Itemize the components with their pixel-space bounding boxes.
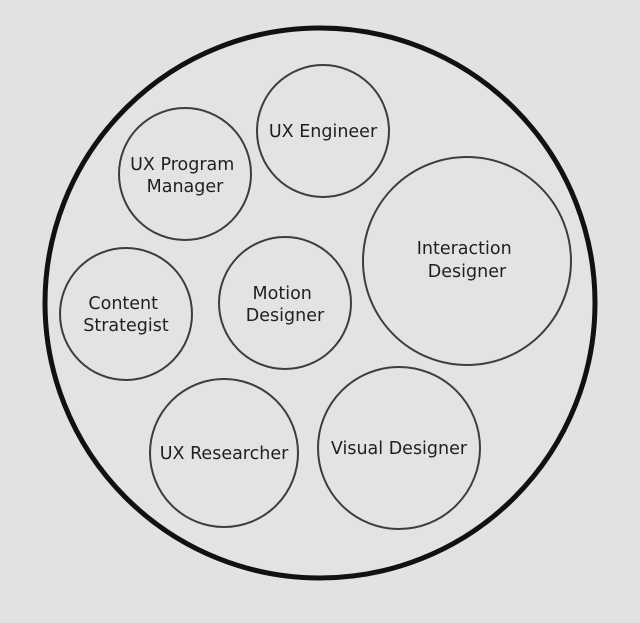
bubble-circle	[317, 366, 481, 530]
bubble-circle	[218, 236, 352, 370]
bubble-label: UX Engineer	[269, 122, 378, 142]
bubble-ux-program-manager: UX Program Manager	[118, 107, 252, 241]
bubble-label-line: Visual Designer	[331, 439, 468, 459]
bubble-label: UX Program Manager	[130, 155, 240, 197]
bubble-interaction-designer: Interaction Designer	[362, 156, 572, 366]
bubble-label: Content Strategist	[83, 294, 169, 336]
bubble-label-line: Designer	[428, 262, 507, 282]
bubble-label: Visual Designer	[331, 439, 468, 459]
bubble-content-strategist: Content Strategist	[59, 247, 193, 381]
bubble-circle	[59, 247, 193, 381]
bubble-label-line: UX Program	[130, 155, 234, 175]
bubble-label-line: Designer	[246, 306, 325, 326]
bubble-label-line: Manager	[147, 177, 225, 197]
bubble-circle	[149, 378, 299, 528]
bubble-circle	[118, 107, 252, 241]
bubble-circle	[362, 156, 572, 366]
bubble-motion-designer: Motion Designer	[218, 236, 352, 370]
bubble-ux-researcher: UX Researcher	[149, 378, 299, 528]
bubble-label-line: Interaction	[417, 239, 512, 259]
bubble-label-line: UX Engineer	[269, 122, 378, 142]
bubble-circle	[256, 64, 390, 198]
bubble-visual-designer: Visual Designer	[317, 366, 481, 530]
bubble-label-line: Motion	[253, 284, 312, 304]
bubble-label-line: UX Researcher	[160, 444, 289, 464]
bubble-label: UX Researcher	[160, 444, 289, 464]
bubble-ux-engineer: UX Engineer	[256, 64, 390, 198]
bubble-label-line: Strategist	[83, 316, 169, 336]
bubble-label-line: Content	[88, 294, 158, 314]
bubble-label: Interaction Designer	[417, 239, 518, 282]
bubble-label: Motion Designer	[246, 284, 325, 326]
